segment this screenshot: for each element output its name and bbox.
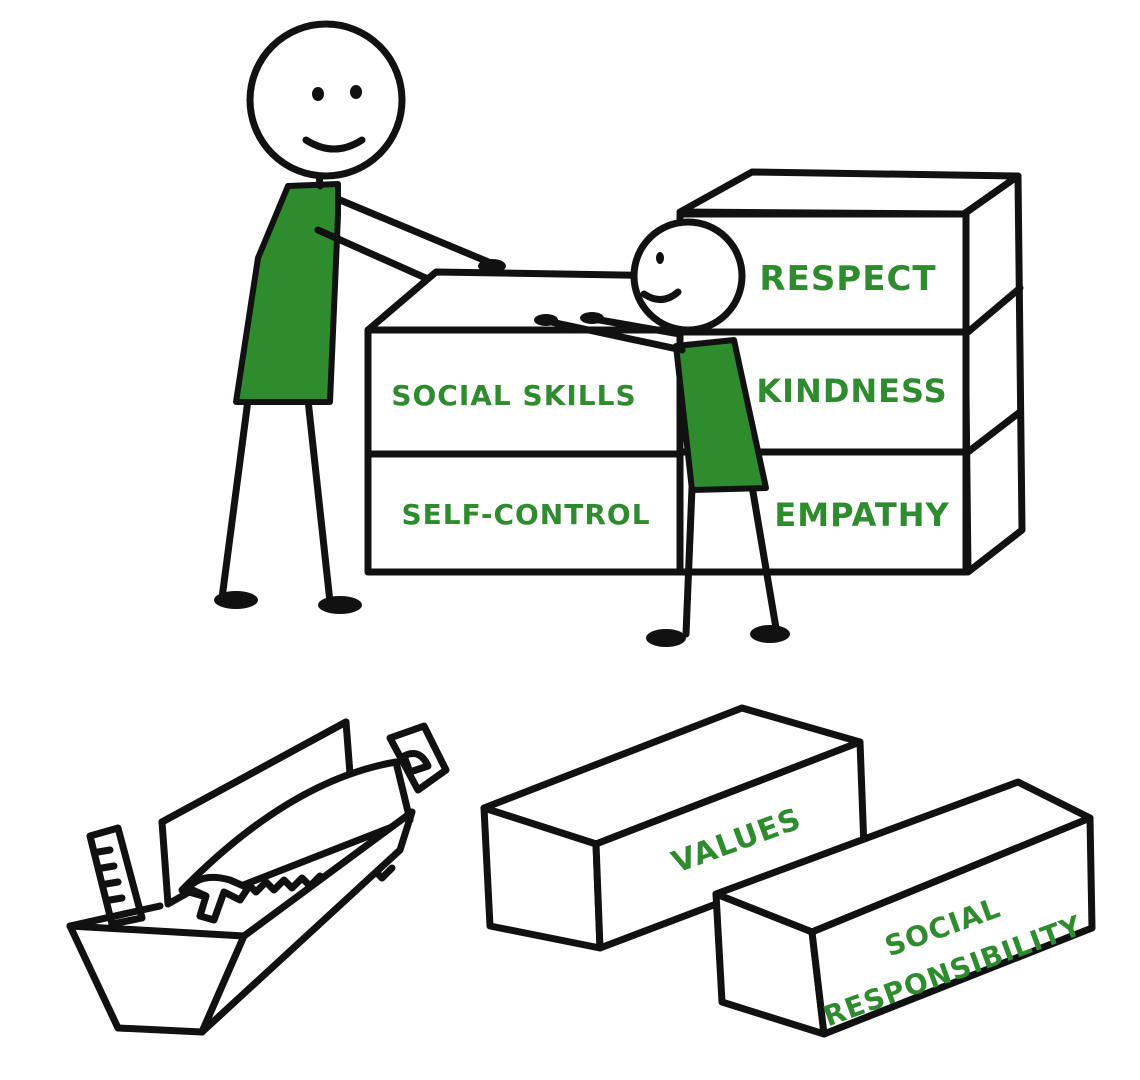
adult-head	[246, 20, 406, 180]
back-stack-side-seam-2	[964, 408, 1024, 456]
child-eye	[656, 252, 664, 264]
adult-right-leg	[304, 396, 334, 606]
adult-shirt	[233, 181, 341, 405]
ruler-ticks	[94, 846, 126, 904]
child-right-leg	[748, 482, 780, 632]
self-control-label: SELF-CONTROL	[401, 498, 650, 531]
adult-left-leg	[218, 396, 252, 602]
adult-left-foot	[214, 591, 258, 609]
child-hand-bottom	[534, 314, 558, 326]
front-block-stack: SOCIAL SKILLS SELF-CONTROL	[364, 268, 692, 576]
toolbox	[66, 718, 450, 1036]
respect-label: RESPECT	[759, 259, 936, 299]
child-upper-arm	[584, 314, 684, 338]
back-stack-side-seam-1	[964, 284, 1024, 336]
adult-upper-arm	[336, 196, 502, 270]
kindness-label: KINDNESS	[756, 372, 947, 410]
child-head	[630, 218, 746, 334]
adult-right-foot	[318, 596, 362, 614]
child-lower-arm	[538, 316, 686, 354]
back-stack-side	[960, 172, 1026, 576]
hammer-icon	[184, 873, 252, 924]
child-left-leg	[682, 484, 696, 638]
empathy-block	[676, 448, 970, 576]
social-skills-block	[364, 326, 692, 458]
saw-handle-grip	[400, 750, 432, 776]
adult-smile	[302, 136, 366, 153]
self-control-block	[364, 450, 692, 576]
social-responsibility-block-front	[808, 814, 1096, 1038]
adult-right-eye	[350, 85, 362, 99]
child-left-foot	[646, 629, 686, 647]
saw-blade-icon	[178, 758, 414, 902]
values-block: VALUES	[480, 704, 868, 952]
social-skills-label: SOCIAL SKILLS	[391, 379, 636, 412]
child-right-foot	[750, 625, 790, 643]
toolbox-rim-left	[66, 902, 164, 930]
adult-left-eye	[312, 87, 324, 101]
child-shirt	[673, 337, 769, 493]
empathy-label: EMPATHY	[774, 496, 949, 534]
child-hand-top	[580, 312, 604, 324]
toolbox-side-panel	[198, 808, 416, 1036]
toolbox-handle-edge	[158, 718, 350, 826]
child-figure	[534, 218, 790, 647]
child-smile	[640, 288, 682, 303]
